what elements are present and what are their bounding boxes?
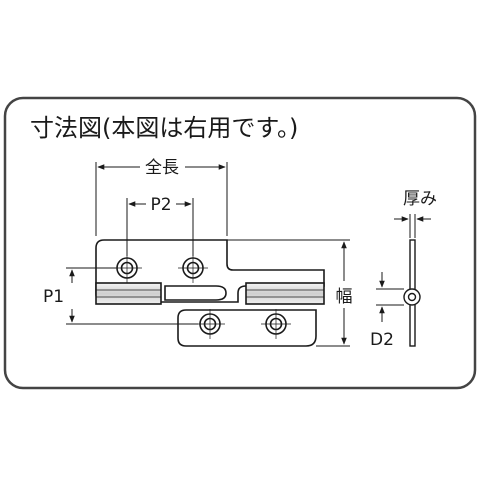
knuckle-left [95, 282, 162, 305]
hole-lower-left [195, 309, 225, 339]
dim-overall-length [95, 162, 228, 236]
hole-upper-left [112, 253, 142, 283]
diagram-frame [3, 96, 477, 390]
lower-leaf [177, 309, 317, 347]
label-d2: D2 [370, 330, 394, 350]
hinge-side-view [403, 239, 421, 347]
dim-p2 [126, 198, 194, 256]
knuckle-right [245, 282, 325, 305]
dim-d2 [376, 272, 404, 322]
label-thickness: 厚み [403, 189, 437, 209]
label-p2: P2 [150, 195, 171, 215]
hole-upper-right [178, 253, 208, 283]
label-overall-length: 全長 [145, 158, 179, 178]
mounting-holes [112, 253, 291, 339]
side-lower-leaf [409, 299, 416, 347]
label-width: 幅 [336, 287, 353, 307]
side-upper-leaf [409, 239, 416, 295]
label-p1: P1 [43, 287, 64, 307]
hole-lower-right [261, 309, 291, 339]
dim-thickness [394, 214, 431, 238]
dim-width [227, 239, 350, 347]
slot [164, 285, 227, 301]
dim-p1 [66, 267, 198, 325]
diagram-title: 寸法図(本図は右用です。) [30, 114, 298, 142]
